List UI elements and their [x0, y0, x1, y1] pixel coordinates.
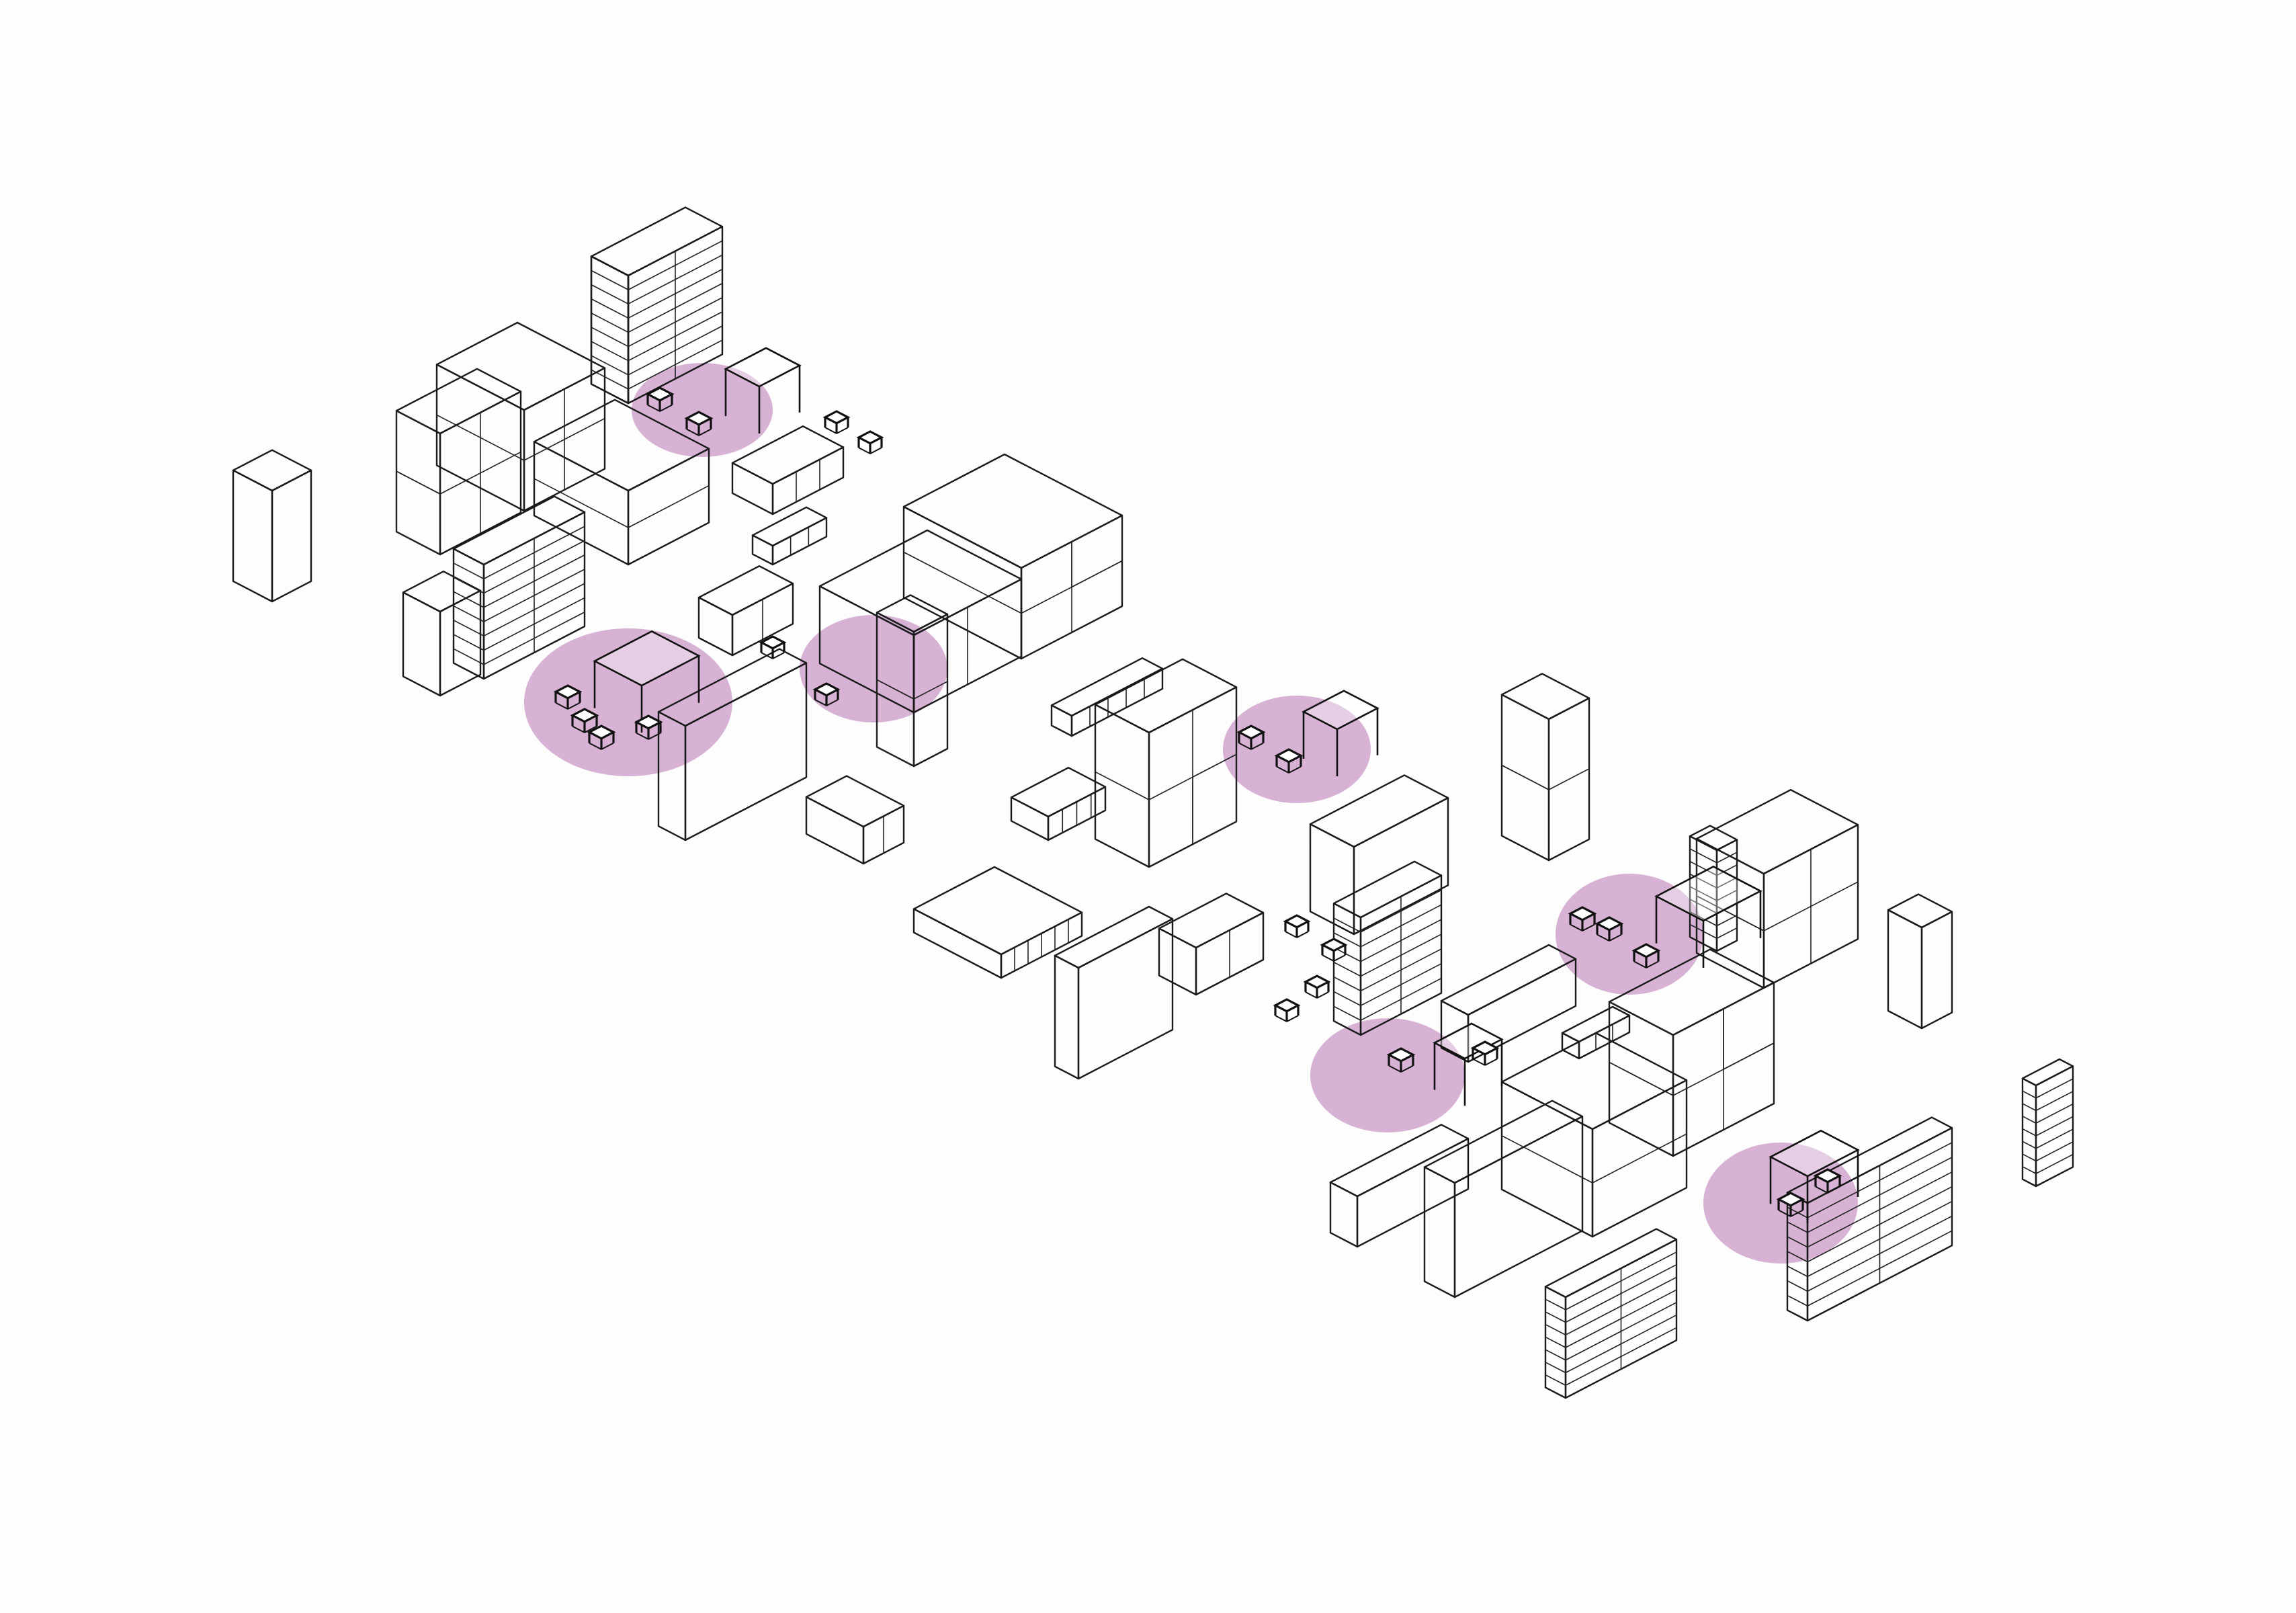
bookcase-side	[590, 255, 630, 405]
low-cabinet	[1158, 893, 1265, 996]
work-zone-highlights	[524, 363, 1858, 1264]
work-zone-highlight	[632, 363, 773, 457]
bench	[1010, 766, 1107, 841]
stool	[1386, 1047, 1416, 1073]
stool	[1631, 943, 1661, 968]
work-zone-highlight	[1223, 696, 1371, 803]
shelving-unit	[912, 866, 1083, 979]
stool	[1776, 1192, 1805, 1217]
tall-cabinet	[1887, 893, 1953, 1030]
storage-unit	[1094, 658, 1238, 868]
stool	[634, 714, 663, 740]
storage-unit	[395, 368, 522, 556]
bench	[1050, 657, 1164, 737]
low-cabinet	[697, 565, 794, 657]
stool	[1283, 914, 1311, 938]
stool	[1813, 1168, 1842, 1194]
stool	[1470, 1040, 1500, 1066]
stool	[1568, 906, 1597, 932]
desk	[724, 347, 802, 433]
desk-clusters	[553, 347, 1860, 1223]
bookcase	[2021, 1058, 2074, 1188]
stool	[759, 635, 787, 659]
tall-cabinet	[232, 449, 312, 603]
stool	[553, 684, 583, 710]
furniture-units	[232, 206, 2074, 1399]
stool	[1303, 975, 1331, 999]
low-cabinet	[1440, 944, 1577, 1063]
tall-cabinet	[657, 648, 808, 841]
stool	[570, 708, 599, 733]
stool	[812, 682, 841, 706]
work-zone-highlight	[1310, 1018, 1465, 1132]
work-zone-highlight	[800, 615, 947, 722]
tall-cabinet	[1423, 1100, 1584, 1298]
stool	[822, 410, 851, 434]
bench	[731, 425, 845, 515]
storage-unit	[902, 453, 1123, 660]
bookcase	[452, 495, 586, 680]
low-cabinet	[1329, 1124, 1470, 1248]
stool	[1274, 748, 1304, 774]
bookcase	[1786, 1116, 1953, 1322]
stool	[684, 411, 714, 436]
desk	[1654, 865, 1762, 968]
storage-unit	[1309, 774, 1449, 936]
stool	[856, 430, 884, 454]
desk	[1302, 690, 1379, 776]
storage-unit	[533, 399, 710, 566]
stool	[1320, 938, 1348, 962]
bookcase	[1332, 860, 1443, 1036]
low-cabinet	[805, 775, 905, 865]
tall-cabinet	[1054, 905, 1174, 1080]
storage-unit	[1500, 673, 1590, 862]
work-zone-highlight	[1556, 874, 1703, 995]
stool	[1236, 725, 1266, 750]
desk	[1769, 1129, 1860, 1223]
storage-unit	[1695, 788, 1859, 989]
bench	[751, 506, 828, 566]
storage-unit	[818, 529, 1023, 714]
bookcase	[1544, 1228, 1678, 1399]
desk	[593, 630, 701, 733]
storage-unit	[1500, 1032, 1688, 1238]
storage-unit	[435, 321, 606, 512]
bench	[1561, 1005, 1631, 1060]
stool	[645, 386, 675, 412]
stool	[587, 725, 616, 750]
stool	[1595, 916, 1624, 942]
stool	[1273, 998, 1301, 1022]
low-cabinet	[402, 571, 482, 697]
